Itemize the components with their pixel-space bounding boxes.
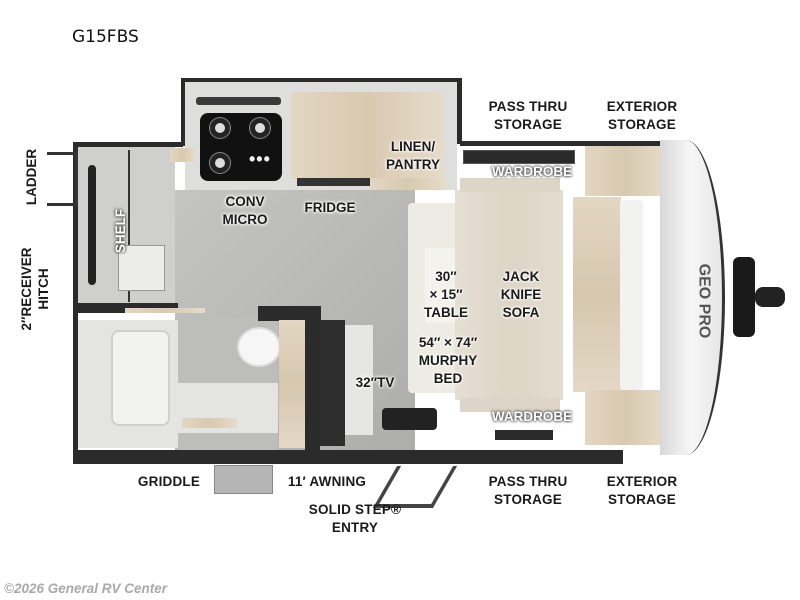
label-receiver-hitch: 2″RECEIVER HITCH [18, 234, 52, 344]
kitchen-slide-right [457, 78, 462, 144]
label-pantry: PANTRY [386, 157, 440, 172]
label-pass-thru-top: PASS THRU STORAGE [478, 98, 578, 134]
front-cabinet-top [585, 146, 665, 196]
kitchen-counter-left [170, 148, 195, 162]
label-sofa-1: JACK [502, 269, 540, 284]
label-table-1: 30″ [435, 269, 457, 284]
label-wardrobe-top: WARDROBE [491, 164, 573, 179]
griddle [214, 465, 273, 494]
kitchen-slide-wall [181, 78, 185, 146]
shelf-rod [128, 150, 130, 302]
tv-cabinet [320, 320, 345, 446]
top-wall-right [460, 141, 665, 146]
bath-wall-vertical [305, 306, 320, 450]
entry-step [382, 408, 437, 430]
jack-knife-sofa [455, 190, 563, 400]
label-table-2: × 15″ [429, 287, 463, 302]
vanity-drawer [182, 418, 237, 428]
fridge [297, 178, 372, 186]
burner-1 [215, 123, 225, 133]
label-exterior-top: EXTERIOR STORAGE [592, 98, 692, 134]
skylight-bottom [495, 430, 553, 440]
sofa-back-top [460, 178, 560, 192]
label-tv: 32″TV [355, 375, 395, 390]
label-exterior-bottom-2: STORAGE [608, 492, 676, 507]
label-entry-1: SOLID STEP® [308, 502, 402, 517]
label-fridge: FRIDGE [304, 200, 356, 215]
label-conv-micro: CONV MICRO [210, 193, 280, 229]
label-pass-thru-top-2: STORAGE [494, 117, 562, 132]
label-exterior-bottom: EXTERIOR STORAGE [592, 473, 692, 509]
label-table-3: TABLE [424, 305, 468, 320]
label-pass-thru-bottom: PASS THRU STORAGE [478, 473, 578, 509]
label-sofa-3: SOFA [502, 305, 540, 320]
copyright-footer: ©2026 General RV Center [4, 581, 168, 596]
label-jack-knife-sofa: JACK KNIFE SOFA [490, 268, 552, 322]
model-title: G15FBS [72, 27, 139, 47]
label-linen-pantry: LINEN/ PANTRY [378, 138, 448, 174]
toilet [237, 327, 281, 367]
bath-door-panel [279, 320, 305, 448]
front-cap-logo: GEO PRO [695, 263, 713, 339]
front-cap [660, 140, 725, 455]
label-exterior-top-1: EXTERIOR [606, 99, 678, 114]
front-mattress [620, 200, 643, 390]
bath-sink [118, 245, 165, 291]
bath-counter [125, 308, 205, 313]
bottom-wall [73, 450, 623, 464]
label-ladder: LADDER [24, 148, 39, 206]
front-bed-frame [573, 197, 621, 392]
label-awning: 11′ AWNING [287, 474, 367, 489]
ladder [47, 152, 78, 206]
label-murphy-3: BED [433, 371, 463, 386]
label-pass-thru-bottom-1: PASS THRU [488, 474, 568, 489]
rear-wall [73, 142, 78, 452]
label-murphy-bed: 54″ × 74″ MURPHY BED [410, 334, 486, 388]
label-wardrobe-bottom: WARDROBE [491, 409, 573, 424]
hitch-coupler [755, 287, 785, 307]
shower-window [88, 165, 96, 285]
label-exterior-bottom-1: EXTERIOR [606, 474, 678, 489]
skylight-top [463, 150, 575, 164]
range-hood [196, 97, 281, 105]
label-murphy-2: MURPHY [418, 353, 478, 368]
burner-3 [215, 158, 225, 168]
label-sofa-2: KNIFE [500, 287, 542, 302]
kitchen-counter-right [370, 178, 445, 190]
front-cabinet-bottom [585, 390, 665, 445]
label-exterior-top-2: STORAGE [608, 117, 676, 132]
label-griddle: GRIDDLE [137, 474, 201, 489]
label-shelf-text: SHELF [113, 208, 128, 254]
sofa-back-bottom [460, 398, 560, 412]
kitchen-slide-top [181, 78, 461, 82]
cooktop [200, 113, 282, 181]
shower-basin [111, 330, 170, 426]
burner-2 [255, 123, 265, 133]
label-receiver-hitch-text: 2″RECEIVER HITCH [19, 247, 51, 331]
label-conv: CONV [225, 194, 265, 209]
label-solid-step-entry: SOLID STEP® ENTRY [300, 501, 410, 537]
cooktop-controls: ••• [249, 149, 271, 169]
label-table: 30″ × 15″ TABLE [416, 268, 476, 322]
tongue-jack [733, 257, 755, 337]
label-murphy-1: 54″ × 74″ [418, 335, 478, 350]
top-wall-left [73, 142, 183, 147]
label-shelf: SHELF [112, 206, 130, 256]
label-entry-2: ENTRY [331, 520, 379, 535]
label-pass-thru-top-1: PASS THRU [488, 99, 568, 114]
label-linen: LINEN/ [390, 139, 436, 154]
tv-panel [345, 325, 373, 435]
pantry-cabinet [291, 92, 443, 179]
label-pass-thru-bottom-2: STORAGE [494, 492, 562, 507]
label-micro: MICRO [222, 212, 268, 227]
